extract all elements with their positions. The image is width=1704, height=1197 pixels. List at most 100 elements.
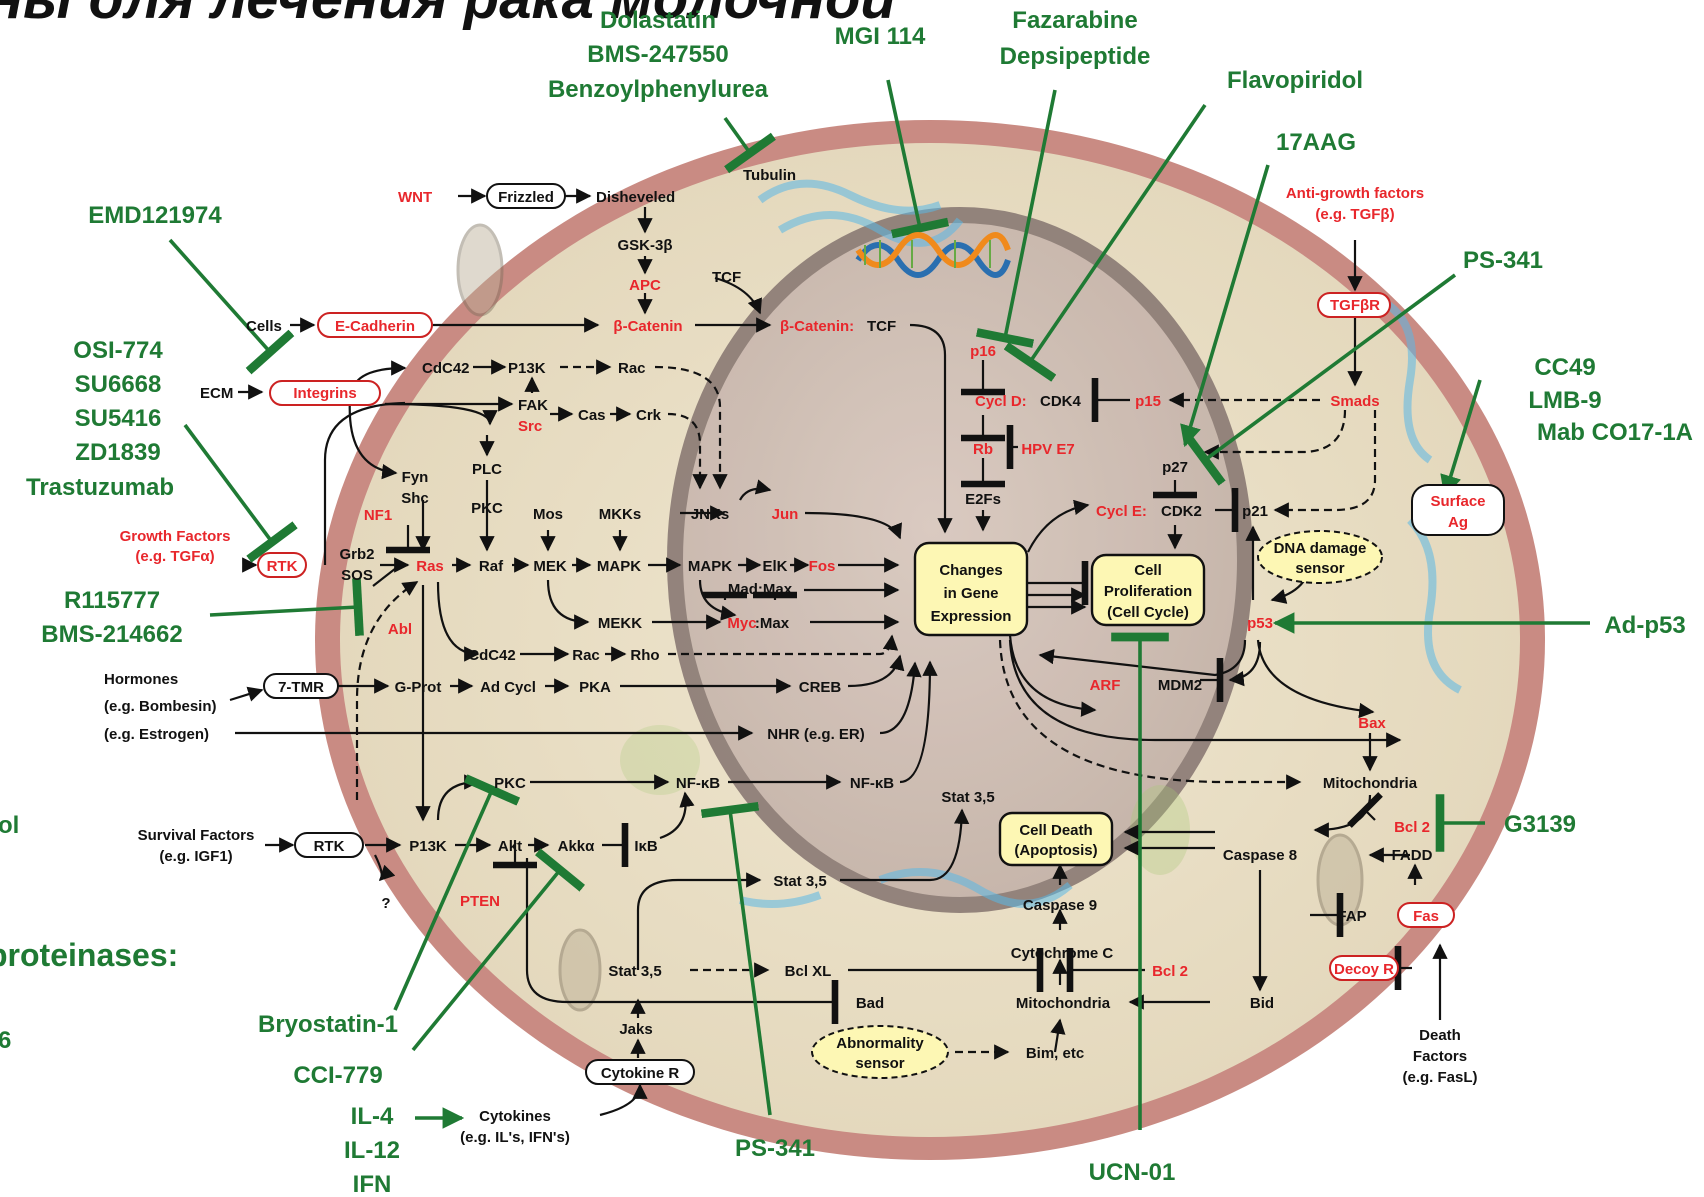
node-smads: Smads: [1330, 393, 1379, 410]
node-cycl-e-a: Cycl E:: [1096, 503, 1147, 520]
node-nhr: NHR (e.g. ER): [767, 726, 865, 743]
node-growth-factors-eg: (e.g. TGFα): [135, 548, 214, 565]
node-jaks: Jaks: [619, 1021, 652, 1038]
node-surface-ag-2: Ag: [1448, 514, 1468, 531]
dna-damage-sensor-oval: [1257, 530, 1383, 584]
node-p13k-top: P13K: [508, 360, 546, 377]
node-fap: FAP: [1337, 908, 1366, 925]
node-shc: Shc: [401, 490, 429, 507]
cropped-label-crop-proteinases: proteinases:: [0, 937, 178, 973]
node-dna-damage-1: DNA damage: [1274, 540, 1367, 557]
node-jun: Jun: [772, 506, 799, 523]
node-grb2: Grb2: [339, 546, 374, 563]
node-myc-max: :Max: [755, 615, 790, 632]
node-rtk: RTK: [267, 558, 298, 575]
node-rb: Rb: [973, 441, 993, 458]
node-caspase-9: Caspase 9: [1023, 897, 1097, 914]
surface-ag-box: [1411, 484, 1505, 536]
node-mdm2: MDM2: [1158, 677, 1202, 694]
node-rac-low: Rac: [572, 647, 600, 664]
integrins-box: [269, 380, 381, 406]
node-mek: MEK: [533, 558, 567, 575]
drug-label-mgi-114: MGI 114: [835, 23, 926, 50]
node-bax: Bax: [1358, 715, 1386, 732]
node-b-catenin-tcf-b: TCF: [867, 318, 896, 335]
node-hormones: Hormones: [104, 671, 178, 688]
cropped-label-crop-ol: ol: [0, 812, 19, 839]
node-estrogen: (e.g. Estrogen): [104, 726, 209, 743]
node-nfkb-1: NF-κB: [676, 775, 720, 792]
node-nf1: NF1: [364, 507, 392, 524]
node-b-catenin-tcf-a: β-Catenin:: [780, 318, 854, 335]
node-cell-death-2: (Apoptosis): [1014, 842, 1097, 859]
drug-label-benzoylphenylurea: Benzoylphenylurea: [548, 76, 769, 103]
node-changes-1: Changes: [939, 562, 1002, 579]
rtk-box: [257, 552, 307, 578]
node-hpv-e7: HPV E7: [1021, 441, 1074, 458]
node-bad: Bad: [856, 995, 884, 1012]
node-ras: Ras: [416, 558, 444, 575]
drug-label-il-4: IL-4: [351, 1103, 394, 1130]
node-anti-growth-eg: (e.g. TGFβ): [1315, 206, 1394, 223]
node-bim: Bim, etc: [1026, 1045, 1084, 1062]
cell-proliferation-box: [1090, 553, 1206, 627]
node-mos: Mos: [533, 506, 563, 523]
node-ad-cycl: Ad Cycl: [480, 679, 536, 696]
node-p27: p27: [1162, 459, 1188, 476]
node-cas: Cas: [578, 407, 606, 424]
node-pkc-low: PKC: [494, 775, 526, 792]
node-e2fs: E2Fs: [965, 491, 1001, 508]
node-prolif-3: (Cell Cycle): [1107, 604, 1189, 621]
node-tgfbr: TGFβR: [1330, 297, 1380, 314]
node-tubulin: Tubulin: [743, 167, 796, 184]
node-pten: PTEN: [460, 893, 500, 910]
drug-label-depsipeptide: Depsipeptide: [1000, 43, 1151, 70]
drug-label-flavopiridol: Flavopiridol: [1227, 67, 1363, 94]
drug-label-emd121974: EMD121974: [88, 202, 222, 229]
node-decoy-r: Decoy R: [1334, 961, 1394, 978]
node-mapk-1: MAPK: [597, 558, 641, 575]
node-disheveled: Disheveled: [596, 189, 675, 206]
drug-label-osi-774: OSI-774: [73, 337, 163, 364]
node-cytokine-r: Cytokine R: [601, 1065, 680, 1082]
node-elk: ElK: [762, 558, 787, 575]
node-nfkb-2: NF-κB: [850, 775, 894, 792]
node-p13k-low: P13K: [409, 838, 447, 855]
drug-label-zd1839: ZD1839: [75, 439, 160, 466]
node-stat35-mid: Stat 3,5: [773, 873, 826, 890]
node-p53: p53: [1247, 615, 1273, 632]
node-rho: Rho: [630, 647, 659, 664]
node-changes-3: Expression: [931, 608, 1012, 625]
node-src: Src: [518, 418, 542, 435]
drug-label-su6668: SU6668: [75, 371, 162, 398]
node-prolif-1: Cell: [1134, 562, 1162, 579]
node-cdc42-top: CdC42: [422, 360, 470, 377]
drug-label-bms-247550: BMS-247550: [587, 41, 728, 68]
drug-label-lmb-9: LMB-9: [1528, 387, 1601, 414]
node-cytochrome-c: Cytochrome C: [1011, 945, 1114, 962]
drug-label-ucn-01: UCN-01: [1089, 1159, 1176, 1186]
tgfbr-box: [1317, 292, 1391, 318]
node-cytokines-eg: (e.g. IL's, IFN's): [460, 1129, 570, 1146]
node-cycl-e-b: CDK2: [1161, 503, 1202, 520]
drug-label-ps-341-bottom: PS-341: [735, 1135, 815, 1162]
cell-death-box: [998, 811, 1114, 867]
node-igf1: (e.g. IGF1): [159, 848, 232, 865]
node-bcl2-right: Bcl 2: [1394, 819, 1430, 836]
node-sos: SOS: [341, 567, 373, 584]
node-pkc-mid: PKC: [471, 500, 503, 517]
node-fak: FAK: [518, 397, 548, 414]
node-abnormality-1: Abnormality: [836, 1035, 924, 1052]
node-raf: Raf: [479, 558, 504, 575]
node-abl: Abl: [388, 621, 412, 638]
node-question: ?: [381, 895, 390, 912]
drug-inhibition-lines: [168, 79, 1590, 1130]
node-bcl-xl: Bcl XL: [785, 963, 832, 980]
drug-label-bryostatin-1: Bryostatin-1: [258, 1011, 398, 1038]
node-e-cadherin: E-Cadherin: [335, 318, 415, 335]
page-title: ны для лечения рака молочной: [0, 0, 896, 31]
dna-helix-icon: [855, 232, 1011, 278]
node-integrins: Integrins: [293, 385, 356, 402]
